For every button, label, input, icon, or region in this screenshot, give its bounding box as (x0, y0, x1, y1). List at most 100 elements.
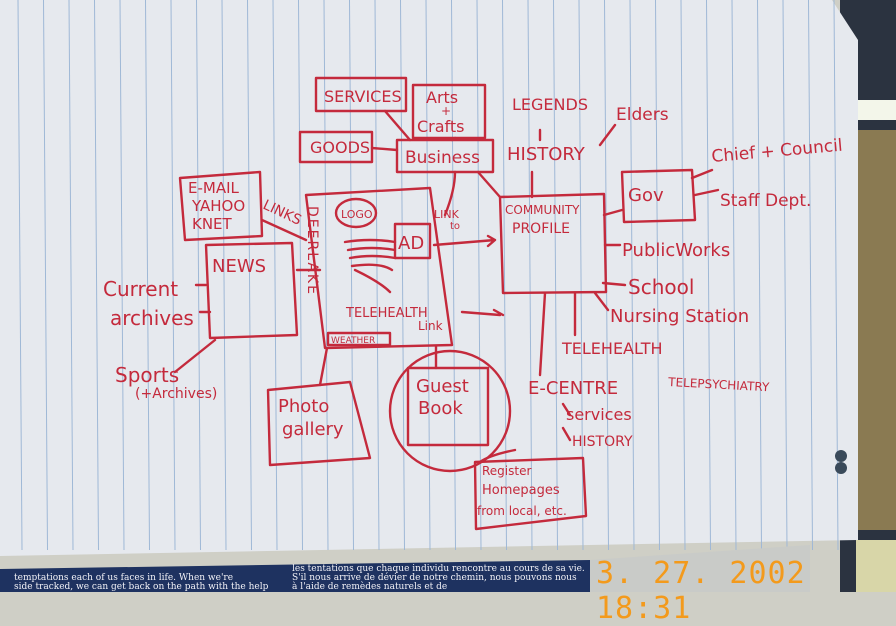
email-node: E-MAIL YAHOO KNET (178, 170, 264, 242)
svg-text:WEATHER: WEATHER (331, 336, 375, 346)
svg-text:E-MAIL: E-MAIL (188, 179, 240, 197)
rule-line (221, 0, 227, 551)
rule-line (170, 0, 176, 551)
sports-label: Sports (115, 363, 179, 387)
rule-line (17, 0, 23, 551)
rule-line (527, 0, 533, 551)
svg-text:GOODS: GOODS (310, 138, 370, 157)
staff-dept-label: Staff Dept. (720, 191, 811, 211)
binder-hole (835, 462, 847, 474)
guest-book-node: Guest Book (388, 349, 512, 473)
svg-text:COMMUNITY: COMMUNITY (505, 203, 580, 217)
services-node: SERVICES (314, 76, 408, 113)
rule-line (400, 0, 405, 551)
rule-line (629, 0, 635, 551)
svg-text:TELEHEALTH: TELEHEALTH (345, 306, 428, 321)
svg-text:from local, etc.: from local, etc. (477, 504, 567, 518)
svg-text:Register: Register (482, 464, 531, 478)
svg-text:Photo: Photo (278, 396, 329, 417)
whiteboard-photo: temptations each of us faces in life. Wh… (0, 0, 896, 592)
ecentre-services-label: services (566, 405, 632, 424)
svg-text:Guest: Guest (416, 376, 469, 397)
background-shelves (856, 130, 896, 530)
ecentre-history-label: HISTORY (572, 434, 633, 450)
rule-line (476, 0, 482, 551)
photo-gallery-node: Photo gallery (266, 380, 372, 467)
background-light (856, 100, 896, 120)
ecentre-label: E-CENTRE (528, 378, 618, 399)
svg-text:Arts: Arts (426, 88, 458, 107)
svg-text:Homepages: Homepages (482, 483, 560, 498)
gov-node: Gov (620, 168, 697, 224)
rule-line (298, 0, 303, 551)
rule-lines (17, 0, 839, 551)
svg-text:PROFILE: PROFILE (512, 221, 570, 237)
elders-label: Elders (616, 105, 669, 125)
site-name: DEERLAKE (304, 206, 320, 296)
svg-text:YAHOO: YAHOO (191, 197, 245, 215)
svg-text:LINK: LINK (434, 208, 460, 221)
svg-text:to: to (450, 221, 460, 232)
rule-line (655, 0, 660, 551)
svg-text:SERVICES: SERVICES (324, 87, 402, 106)
community-profile-node: COMMUNITY PROFILE (498, 192, 608, 295)
booklet-text: les tentations que chaque individu renco… (292, 564, 585, 574)
news-node: NEWS (204, 241, 299, 340)
rule-line (731, 0, 737, 551)
rule-line (247, 0, 252, 551)
svg-text:Crafts: Crafts (417, 117, 465, 136)
booklet (0, 560, 590, 592)
svg-text:Link: Link (418, 319, 443, 333)
home-page-node: DEERLAKE LOGO AD LINK to TELEHEALTH Link… (304, 186, 460, 350)
rule-line (680, 0, 686, 551)
rule-line (43, 0, 48, 551)
rule-line (196, 0, 201, 551)
rule-line (68, 0, 74, 551)
paper-sheet (0, 0, 858, 556)
sports-archives-label: (+Archives) (135, 386, 217, 402)
svg-text:KNET: KNET (192, 215, 233, 233)
arts-crafts-node: Arts + Crafts (411, 83, 487, 140)
telehealth-label: TELEHEALTH (561, 339, 663, 358)
business-node: Business (395, 138, 495, 174)
rule-line (272, 0, 278, 551)
svg-text:Gov: Gov (628, 185, 664, 206)
svg-text:LOGO: LOGO (341, 208, 373, 221)
public-works-label: PublicWorks (622, 240, 730, 261)
rule-line (94, 0, 99, 551)
svg-text:AD: AD (398, 233, 424, 254)
rule-line (425, 0, 431, 551)
booklet-text: temptations each of us faces in life. Wh… (14, 573, 233, 583)
booklet-text: S'il nous arrive de dévier de notre chem… (292, 572, 577, 583)
history-label: HISTORY (507, 144, 586, 165)
nursing-station-label: Nursing Station (610, 306, 749, 327)
register-node: Register Homepages from local, etc. (473, 456, 588, 531)
rule-line (757, 0, 762, 551)
svg-text:gallery: gallery (282, 419, 344, 440)
rule-line (808, 0, 813, 551)
binder-hole (835, 450, 847, 462)
rule-line (451, 0, 456, 551)
rule-line (323, 0, 329, 551)
background-floor (856, 540, 896, 592)
booklet-edge (590, 545, 810, 592)
school-label: School (628, 275, 694, 299)
connector-lines (173, 109, 720, 464)
rule-line (374, 0, 380, 551)
rule-line (119, 0, 125, 551)
current-label: Current (103, 277, 178, 301)
rule-line (706, 0, 711, 551)
legends-label: LEGENDS (512, 95, 588, 114)
date-stamp: 3. 27. 2002 18:31 (596, 556, 806, 626)
svg-text:+: + (441, 104, 451, 118)
telepsychiatry-label: TELEPSYCHIATRY (667, 375, 770, 394)
booklet-text: à l'aide de remèdes naturels et de (292, 581, 447, 592)
svg-text:Business: Business (405, 148, 480, 168)
archives-label: archives (110, 306, 194, 330)
rule-line (502, 0, 507, 551)
rule-line (782, 0, 788, 551)
rule-line (145, 0, 150, 551)
booklet-text: side tracked, we can get back on the pat… (14, 582, 269, 592)
svg-text:NEWS: NEWS (212, 256, 266, 277)
svg-text:Book: Book (418, 398, 463, 419)
